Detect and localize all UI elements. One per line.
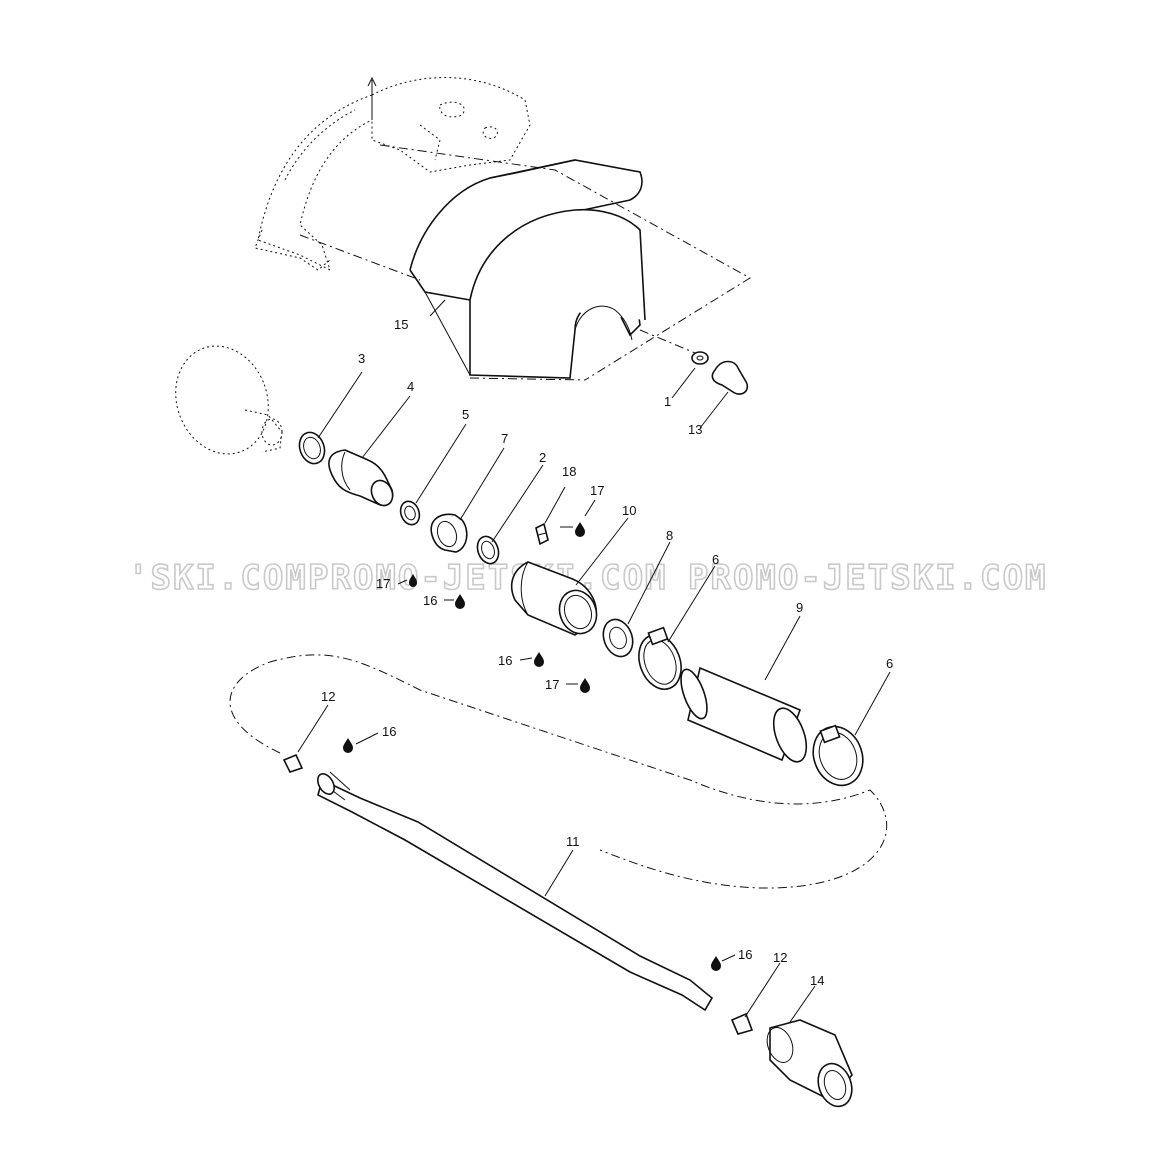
callout-14: 14 bbox=[810, 973, 824, 988]
callout-5: 5 bbox=[462, 407, 469, 422]
boot-housing bbox=[409, 159, 646, 379]
plug-12-lower bbox=[730, 1012, 754, 1035]
clamp-6-lower bbox=[812, 724, 864, 787]
callout-12-upper: 12 bbox=[321, 689, 335, 704]
lube-drop-icon bbox=[409, 574, 417, 587]
engine-bracket-outline bbox=[254, 76, 531, 271]
callout-4: 4 bbox=[407, 379, 414, 394]
lube-drop-icon bbox=[711, 956, 721, 971]
watermark-right: PROMO-JETSKI.COM bbox=[688, 558, 1048, 598]
callout-15: 15 bbox=[394, 317, 408, 332]
callout-10: 10 bbox=[622, 503, 636, 518]
carrier-housing bbox=[511, 561, 598, 636]
callout-17-a: 17 bbox=[590, 483, 604, 498]
plug-12-upper bbox=[282, 753, 304, 773]
callout-17-c: 17 bbox=[545, 677, 559, 692]
clamp-6-upper bbox=[638, 626, 682, 690]
callout-7: 7 bbox=[501, 431, 508, 446]
callout-12-lower: 12 bbox=[773, 950, 787, 965]
lube-drop-icon bbox=[580, 678, 590, 693]
engine-flywheel-outline bbox=[175, 345, 283, 455]
callout-17-b: 17 bbox=[376, 576, 390, 591]
bearing-2 bbox=[476, 535, 500, 565]
watermark-center: PROMO-JETSKI.COM bbox=[308, 558, 668, 598]
hose bbox=[680, 666, 808, 763]
grease-fitting bbox=[535, 522, 549, 546]
clamp-3 bbox=[298, 431, 326, 465]
callout-18: 18 bbox=[562, 464, 576, 479]
callout-6-upper: 6 bbox=[712, 552, 719, 567]
shaft-adapter bbox=[766, 1019, 853, 1108]
watermark-left: 'SKI.COM bbox=[128, 558, 308, 598]
seal-8 bbox=[602, 618, 634, 658]
alignment-line bbox=[299, 144, 751, 381]
nut-5 bbox=[399, 500, 421, 526]
drive-shaft bbox=[317, 771, 714, 1012]
callout-1: 1 bbox=[664, 394, 671, 409]
leader-lines bbox=[297, 299, 891, 1023]
callout-16-b: 16 bbox=[498, 653, 512, 668]
wing-nut bbox=[711, 360, 749, 395]
seal-7 bbox=[430, 513, 468, 553]
callout-6-lower: 6 bbox=[886, 656, 893, 671]
callout-11: 11 bbox=[566, 834, 580, 849]
washer bbox=[691, 351, 709, 365]
callout-8: 8 bbox=[666, 528, 673, 543]
alignment-loop bbox=[229, 654, 888, 889]
callout-2: 2 bbox=[539, 450, 546, 465]
callout-9: 9 bbox=[796, 600, 803, 615]
callout-3: 3 bbox=[358, 351, 365, 366]
lube-drop-icon bbox=[534, 652, 544, 667]
callout-16-d: 16 bbox=[738, 947, 752, 962]
callout-16-c: 16 bbox=[382, 724, 396, 739]
callout-16-a: 16 bbox=[423, 593, 437, 608]
callout-13: 13 bbox=[688, 422, 702, 437]
bellows bbox=[328, 449, 394, 507]
lube-drop-icon bbox=[575, 522, 585, 537]
lube-drop-icon bbox=[455, 594, 465, 609]
lube-drop-icon bbox=[343, 738, 353, 753]
